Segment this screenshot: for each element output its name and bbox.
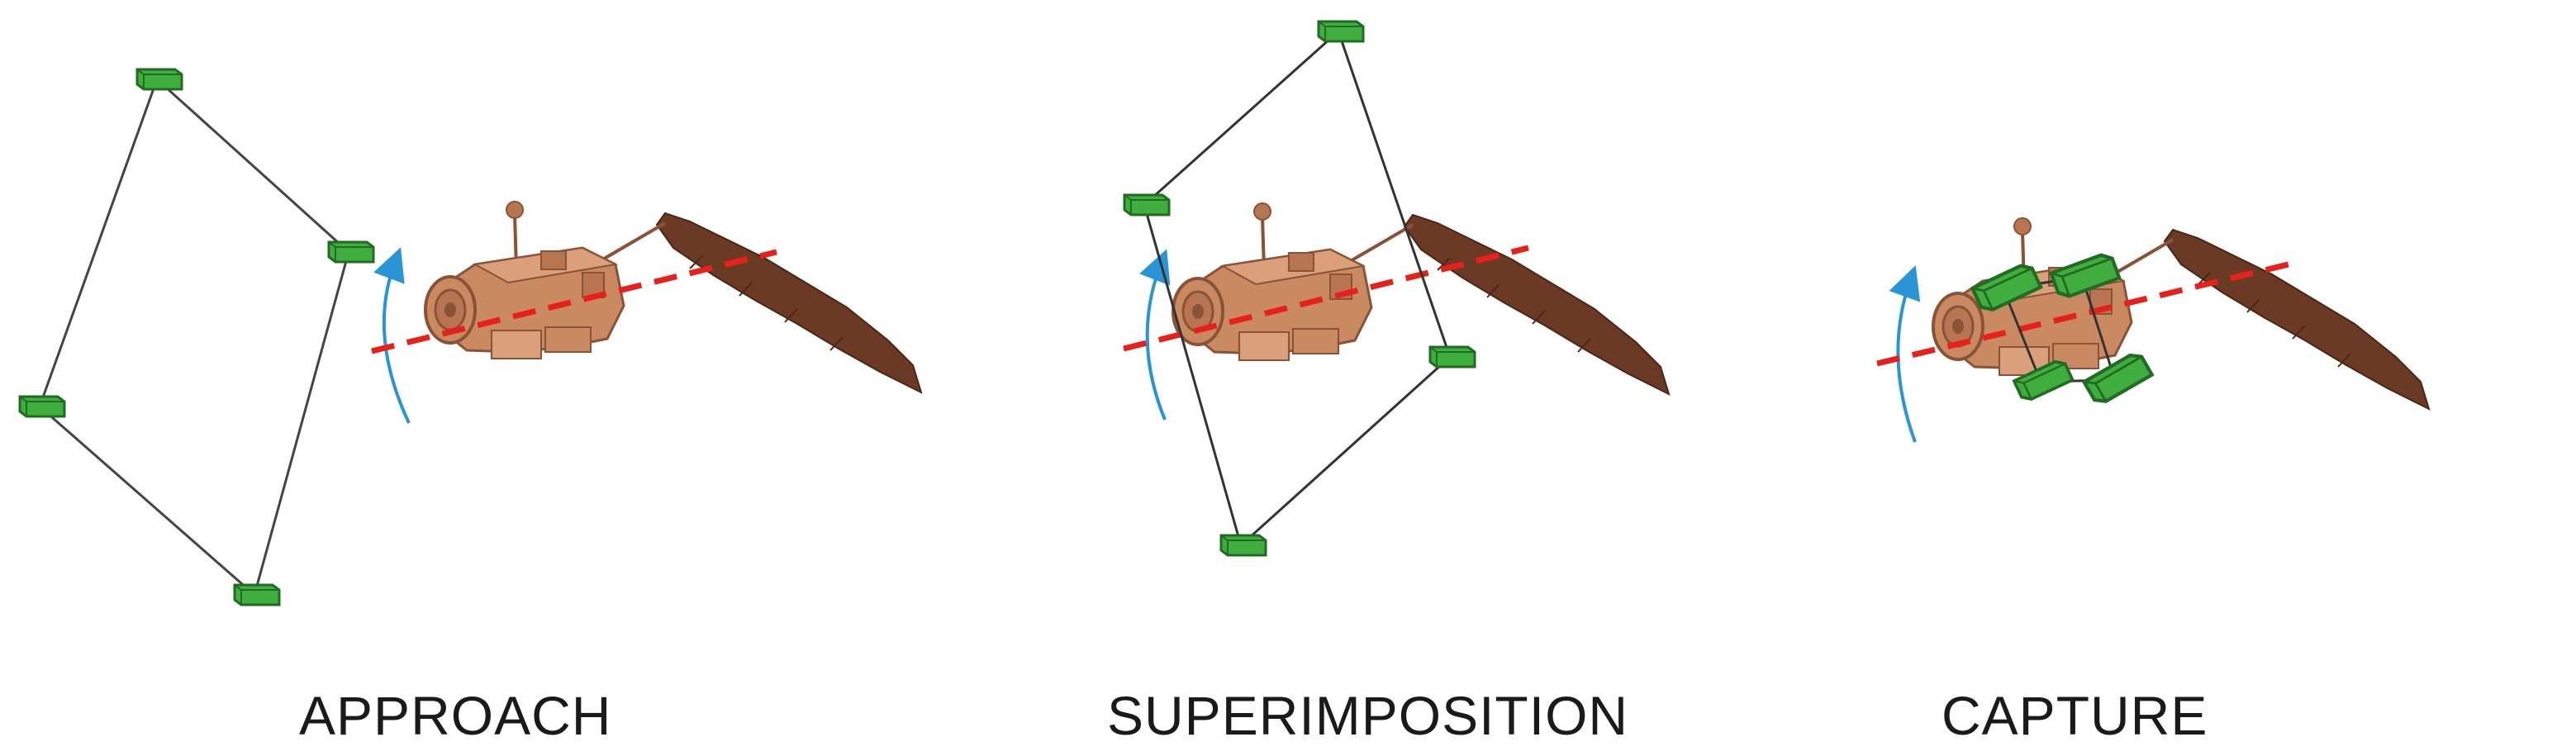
target-satellite [1172, 202, 1671, 396]
gripper-bottom [1219, 534, 1267, 557]
stage-label-superimposition: SUPERIMPOSITION [1107, 685, 1629, 746]
gripper-top [1317, 20, 1365, 43]
gripper-bottom [233, 583, 281, 606]
gripper-right [327, 240, 375, 264]
stage-capture [1876, 216, 2431, 443]
tether-frame [1143, 30, 1452, 547]
spin-axis [371, 249, 777, 354]
rotation-arrow [1139, 249, 1171, 421]
gripper-right [1428, 345, 1476, 368]
rotation-arrow [1889, 265, 1921, 443]
stage-label-approach: APPROACH [299, 685, 612, 746]
tether-frame [38, 78, 350, 597]
stage-approach [18, 68, 923, 606]
spin-axis [1123, 245, 1529, 352]
rotation-arrow [373, 247, 411, 424]
stage-superimposition [1123, 20, 1671, 557]
target-satellite [1932, 216, 2431, 411]
gripper-left [18, 395, 66, 418]
target-satellite [424, 200, 923, 394]
stage-label-capture: CAPTURE [1942, 685, 2208, 746]
gripper-left [1123, 193, 1171, 216]
gripper-top [135, 68, 183, 91]
